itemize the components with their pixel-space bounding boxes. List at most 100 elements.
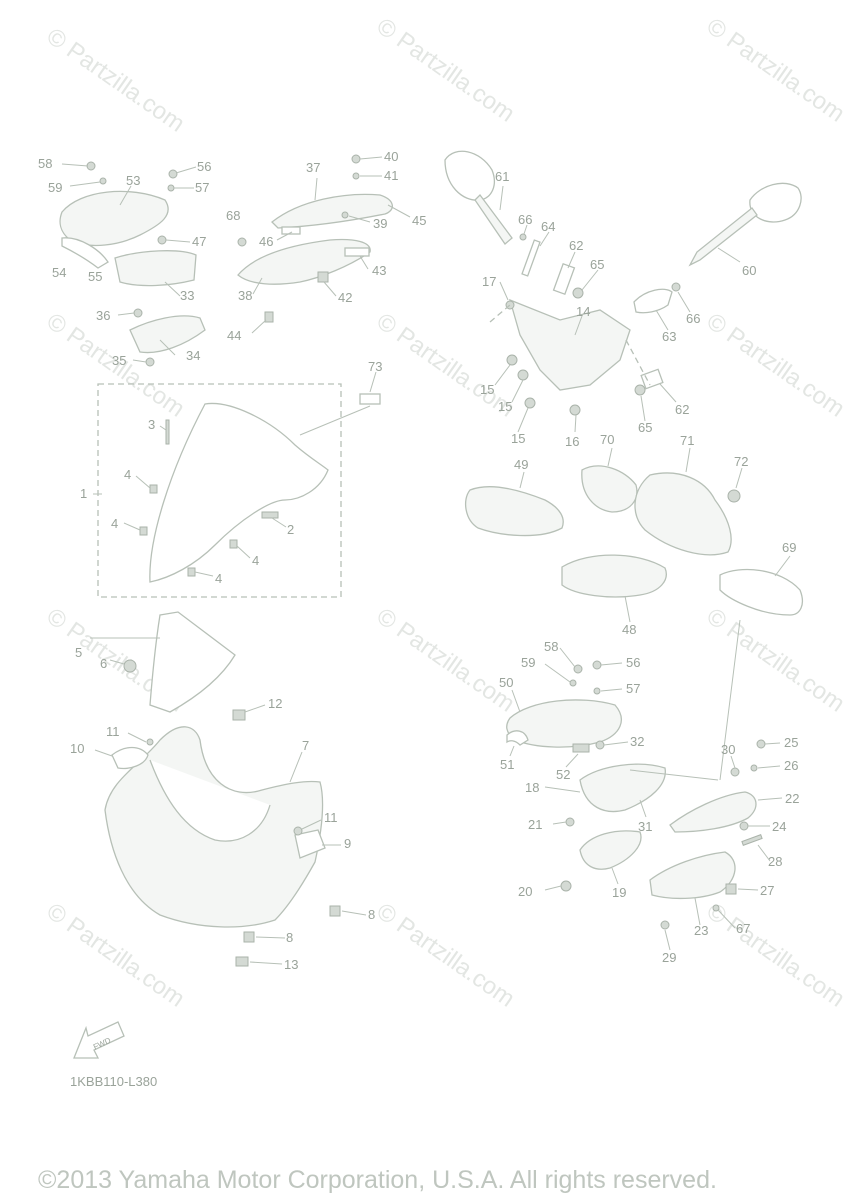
bolt-24 (739, 821, 749, 831)
callout-71: 71 (680, 433, 694, 448)
callout-51: 51 (500, 757, 514, 772)
callout-30: 30 (721, 742, 735, 757)
nut-65a (572, 287, 584, 299)
callout-8: 8 (368, 907, 375, 922)
callout-48: 48 (622, 622, 636, 637)
callout-9: 9 (344, 836, 351, 851)
panel-22 (669, 791, 757, 833)
callout-28: 28 (768, 854, 782, 869)
bolt-26 (750, 764, 758, 772)
callout-4: 4 (111, 516, 118, 531)
bolt-21 (565, 817, 575, 827)
watermark: © Partzilla.com (372, 603, 520, 718)
trim-2 (261, 511, 279, 519)
watermark: © Partzilla.com (702, 603, 843, 718)
callout-3: 3 (148, 417, 155, 432)
callout-61: 61 (495, 169, 509, 184)
mirror-stem-60 (688, 207, 758, 267)
headlight-bracket-group (90, 611, 236, 713)
panel-54 (61, 237, 109, 269)
diagram-code: 1KBB110-L380 (70, 1074, 157, 1089)
callout-17: 17 (482, 274, 496, 289)
mirror-bracket-group (444, 150, 802, 433)
callout-35: 35 (112, 353, 126, 368)
rod-28 (741, 834, 763, 846)
bracket-14 (509, 298, 631, 391)
callout-15: 15 (480, 382, 494, 397)
bolt-47 (157, 235, 167, 245)
callout-56: 56 (626, 655, 640, 670)
callout-19: 19 (612, 885, 626, 900)
bolt-58b (573, 664, 583, 674)
grommet-4d (187, 567, 196, 577)
callout-6: 6 (100, 656, 107, 671)
nut-65b (634, 384, 646, 396)
bracket-9 (294, 829, 326, 859)
windshield-assembly-box (97, 383, 342, 598)
callout-63: 63 (662, 329, 676, 344)
callout-23: 23 (694, 923, 708, 938)
watermark: © Partzilla.com (42, 23, 190, 138)
label-73 (359, 393, 381, 405)
mirror-60 (749, 182, 802, 223)
callout-4: 4 (215, 571, 222, 586)
callout-38: 38 (238, 288, 252, 303)
callout-69: 69 (782, 540, 796, 555)
lower-panel-group-right (506, 619, 783, 951)
bolt-35 (145, 357, 155, 367)
grommet-51 (506, 730, 529, 746)
callout-58: 58 (544, 639, 558, 654)
bolt-15a (506, 354, 518, 366)
callout-13: 13 (284, 957, 298, 972)
windshield-group (93, 371, 381, 598)
callout-70: 70 (600, 432, 614, 447)
callout-10: 10 (70, 741, 84, 756)
callout-4: 4 (252, 553, 259, 568)
damper-62b (640, 368, 664, 390)
callout-43: 43 (372, 263, 386, 278)
bolt-57b (593, 687, 601, 695)
bolt-66a (519, 233, 527, 241)
callout-62: 62 (569, 238, 583, 253)
callout-27: 27 (760, 883, 774, 898)
bolt-59b (569, 679, 577, 687)
callout-34: 34 (186, 348, 200, 363)
bolt-29 (660, 920, 670, 930)
callout-40: 40 (384, 149, 398, 164)
callout-50: 50 (499, 675, 513, 690)
watermark: © Partzilla.com (702, 308, 843, 423)
callout-26: 26 (784, 758, 798, 773)
callout-33: 33 (180, 288, 194, 303)
duct-18 (579, 763, 666, 813)
clip-44 (264, 311, 274, 323)
callout-21: 21 (528, 817, 542, 832)
callout-12: 12 (268, 696, 282, 711)
windshield-1 (149, 402, 329, 583)
side-cover-group-middle (237, 154, 411, 334)
clip-13 (235, 956, 249, 967)
bracket-5 (149, 611, 236, 713)
callout-25: 25 (784, 735, 798, 750)
plate-63 (633, 288, 673, 314)
damper-62a (552, 262, 576, 296)
grommet-4a (149, 484, 158, 494)
callout-56: 56 (197, 159, 211, 174)
grommet-52 (572, 743, 590, 753)
callout-66: 66 (686, 311, 700, 326)
fwd-arrow: FWD (73, 1021, 125, 1059)
callout-64: 64 (541, 219, 555, 234)
cover-19 (579, 830, 642, 870)
duct-71 (634, 472, 732, 556)
callout-45: 45 (412, 213, 426, 228)
callout-59: 59 (521, 655, 535, 670)
callout-31: 31 (638, 819, 652, 834)
air-duct-group (464, 447, 804, 623)
bolt-15b (517, 369, 529, 381)
nut-72 (727, 489, 741, 503)
callout-53: 53 (126, 173, 140, 188)
grommet-4c (229, 539, 238, 549)
clip-42 (317, 271, 329, 283)
callout-67: 67 (736, 921, 750, 936)
callout-44: 44 (227, 328, 241, 343)
callout-11: 11 (106, 724, 120, 739)
